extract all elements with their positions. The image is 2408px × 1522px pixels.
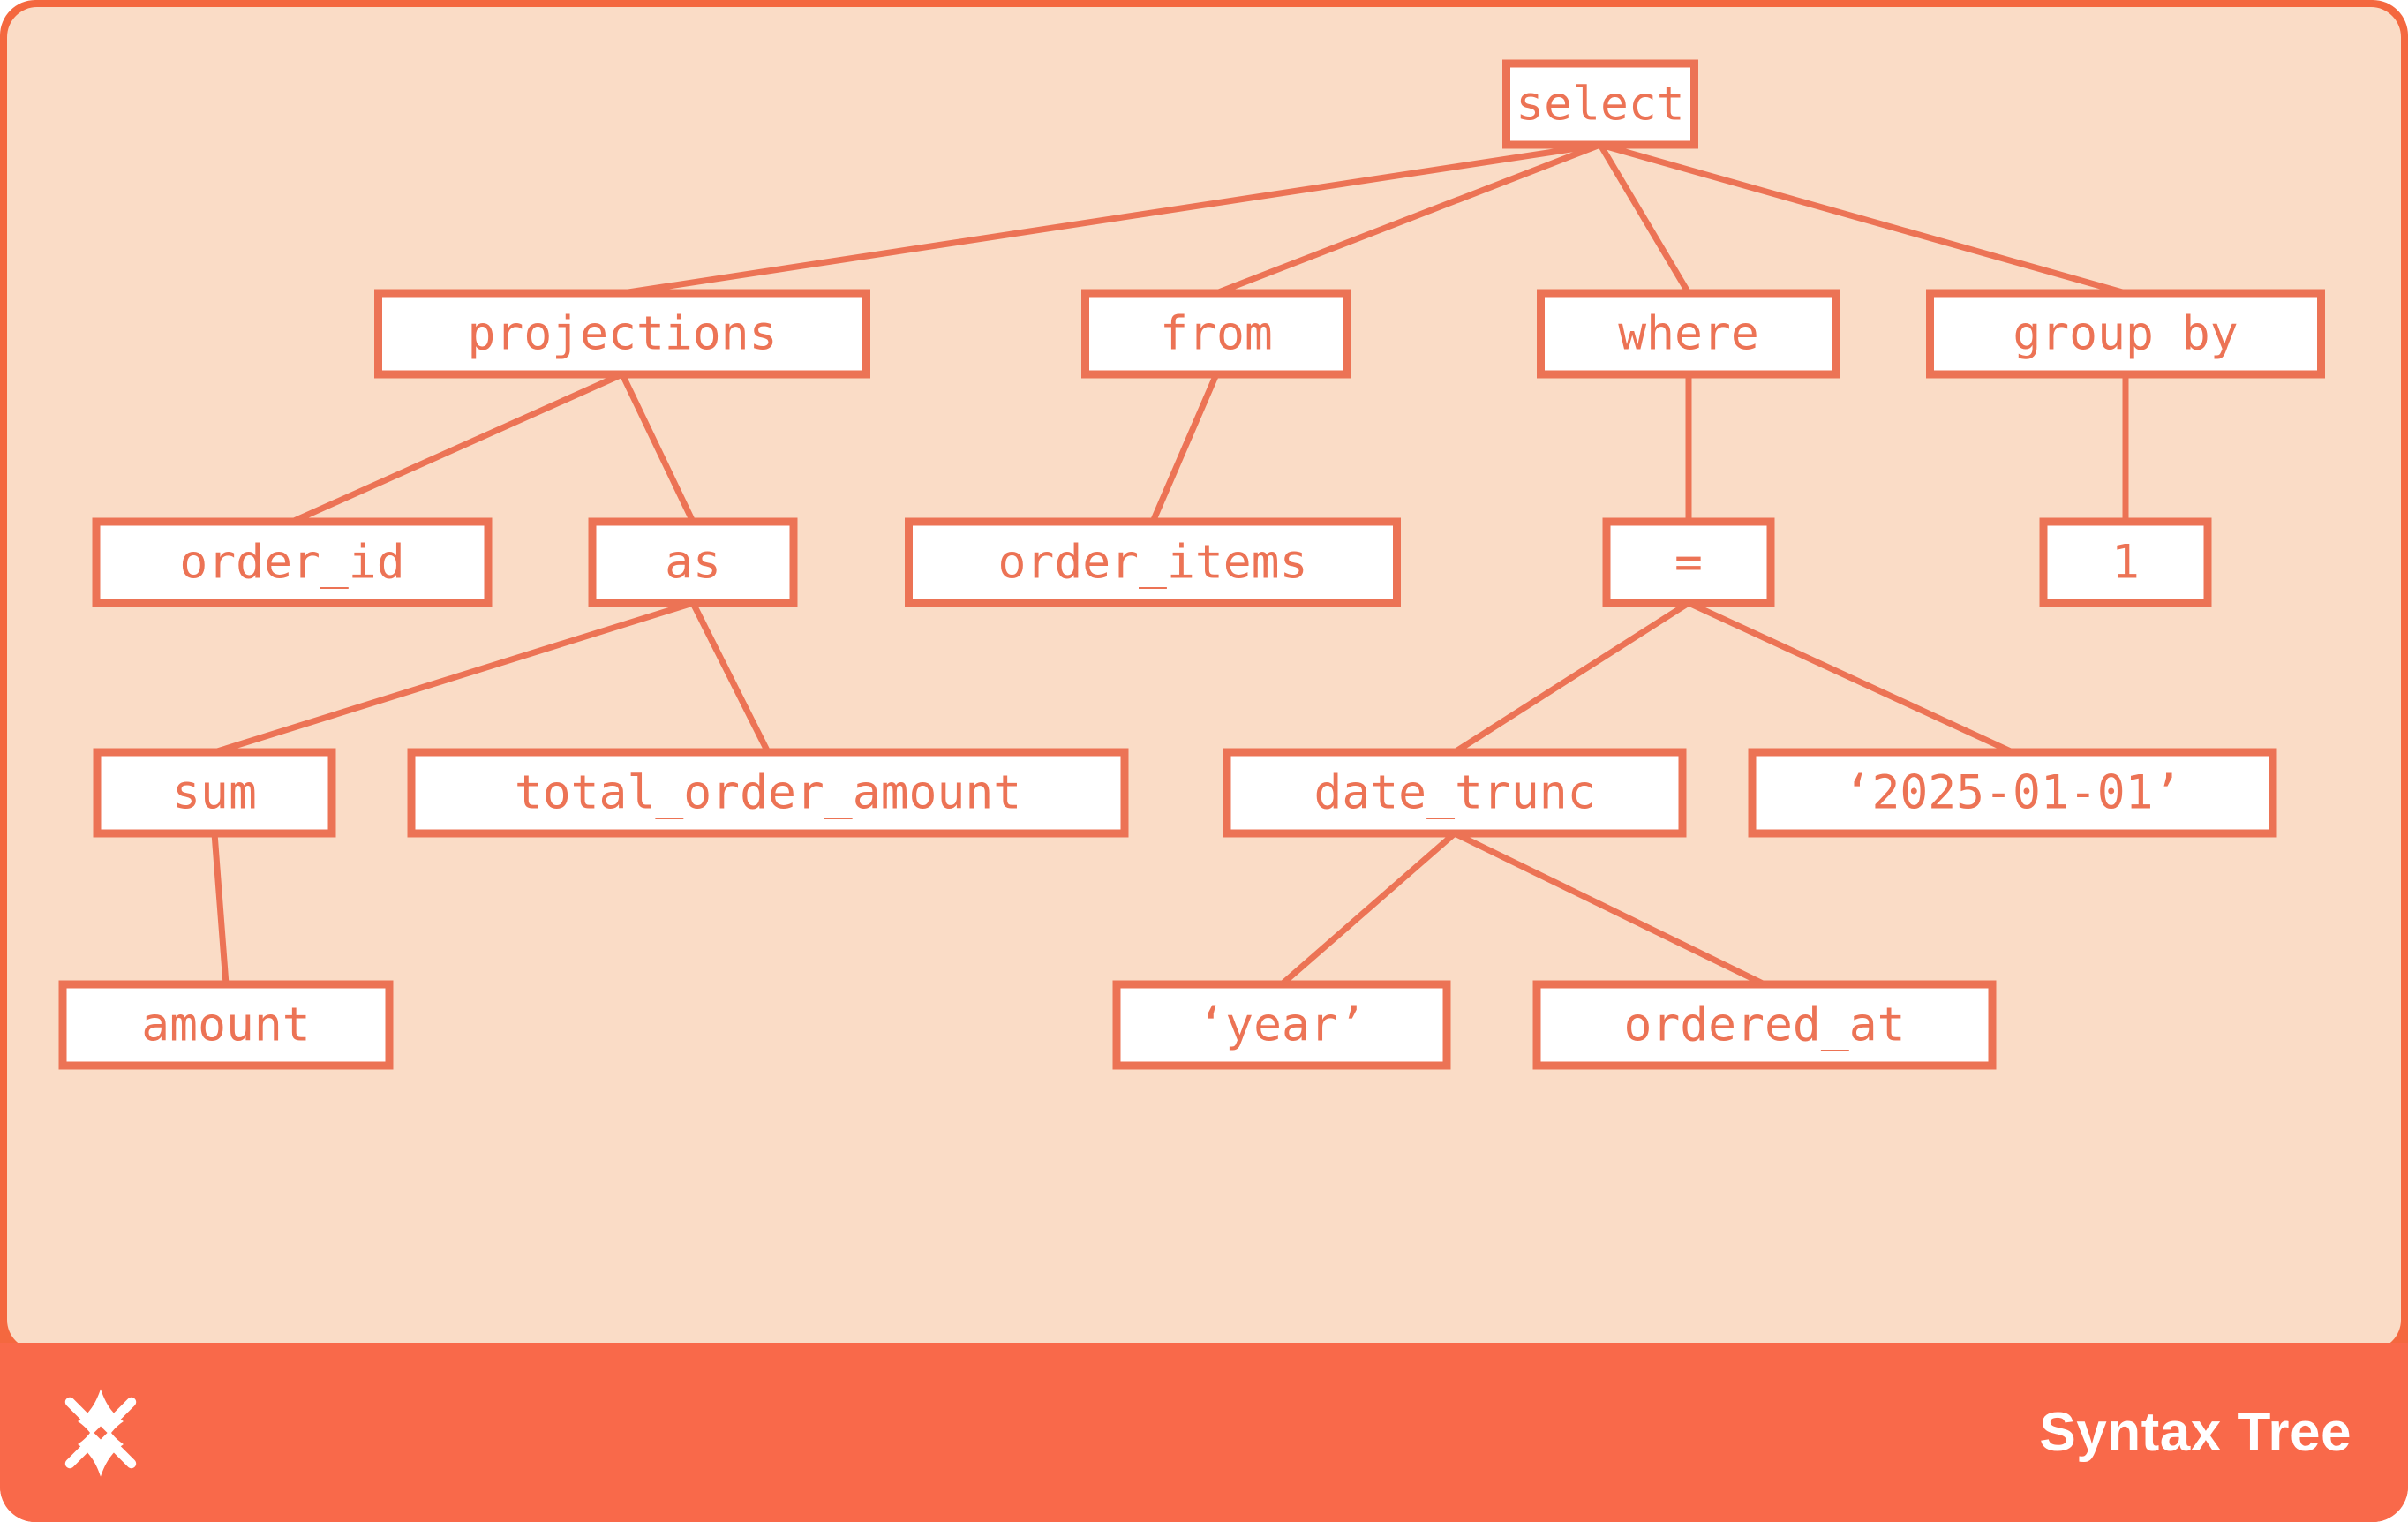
tree-node-box (1602, 517, 1775, 607)
tree-node-label: amount (141, 998, 310, 1052)
tree-node-label: order_items (998, 536, 1308, 590)
tree-node-label: as (665, 536, 721, 590)
tree-node-box (93, 748, 336, 838)
tree-edge (689, 601, 771, 754)
tree-node-groupby[interactable]: group by (1926, 289, 2325, 379)
tree-node-year_literal[interactable]: ‘year’ (1112, 980, 1451, 1070)
tree-edge (1215, 141, 1602, 297)
tree-edges-layer (211, 141, 2129, 988)
tree-node-label: date_trunc (1313, 766, 1595, 820)
tree-edge (1599, 141, 2126, 297)
tree-node-label: ‘year’ (1197, 998, 1366, 1052)
card-footer: Syntax Tree (0, 1343, 2408, 1522)
tree-node-label: = (1674, 536, 1703, 590)
tree-edge (621, 141, 1601, 297)
diagram-canvas: select projections from where group by order_… (7, 7, 2401, 1350)
tree-node-label: ‘2025-01-01’ (1844, 766, 2182, 820)
tree-edge (1279, 831, 1457, 987)
tree-node-box (92, 517, 493, 607)
tree-node-ordered_at[interactable]: ordered_at (1532, 980, 1997, 1070)
tree-node-box (374, 289, 870, 379)
tree-node-total_order_amount[interactable]: total_order_amount (407, 748, 1129, 838)
x-star-logo-icon (64, 1388, 137, 1477)
tree-node-label: where (1618, 307, 1759, 361)
tree-node-label: total_order_amount (515, 766, 1021, 820)
tree-node-label: ordered_at (1623, 998, 1905, 1052)
tree-node-where[interactable]: where (1537, 289, 1840, 379)
tree-edge (290, 371, 624, 525)
tree-node-one[interactable]: 1 (2039, 517, 2212, 607)
tree-node-label: group by (2013, 307, 2238, 361)
tree-node-box (588, 517, 798, 607)
tree-edge (213, 599, 695, 756)
footer-title: Syntax Tree (2039, 1402, 2352, 1463)
tree-node-select[interactable]: select (1502, 59, 1698, 149)
tree-node-as[interactable]: as (588, 517, 798, 607)
tree-edge (211, 833, 230, 985)
tree-node-amount[interactable]: amount (58, 980, 394, 1070)
tree-node-box (905, 517, 1401, 607)
tree-node-box (1502, 59, 1698, 149)
tree-node-date_literal[interactable]: ‘2025-01-01’ (1748, 748, 2277, 838)
tree-edge (619, 373, 696, 524)
tree-node-box (2039, 517, 2212, 607)
tree-edge (1687, 599, 2014, 756)
tree-node-projections[interactable]: projections (374, 289, 870, 379)
tree-node-box (1537, 289, 1840, 379)
tree-edge (1597, 143, 1692, 295)
tree-node-box (1926, 289, 2325, 379)
tree-node-order_items[interactable]: order_items (905, 517, 1401, 607)
tree-node-label: select (1516, 78, 1684, 132)
tree-node-from[interactable]: from (1081, 289, 1351, 379)
tree-edge (1453, 830, 1766, 988)
tree-node-eq[interactable]: = (1602, 517, 1775, 607)
tree-node-box (58, 980, 394, 1070)
tree-node-label: sum (172, 766, 257, 820)
tree-edge (1149, 373, 1220, 524)
tree-node-label: order_id (179, 536, 404, 590)
tree-edge (1453, 600, 1690, 755)
tree-node-box (1532, 980, 1997, 1070)
tree-node-label: 1 (2111, 536, 2140, 590)
tree-node-box (1081, 289, 1351, 379)
tree-node-order_id[interactable]: order_id (92, 517, 493, 607)
tree-node-sum[interactable]: sum (93, 748, 336, 838)
tree-node-box (407, 748, 1129, 838)
tree-node-label: projections (468, 307, 778, 361)
tree-node-box (1223, 748, 1687, 838)
syntax-tree-svg: select projections from where group by order_… (58, 59, 2325, 1070)
tree-node-box (1112, 980, 1451, 1070)
tree-node-label: from (1160, 307, 1273, 361)
tree-node-box (1748, 748, 2277, 838)
tree-node-date_trunc[interactable]: date_trunc (1223, 748, 1687, 838)
tree-nodes-layer: select projections from where group by order_… (58, 59, 2325, 1070)
